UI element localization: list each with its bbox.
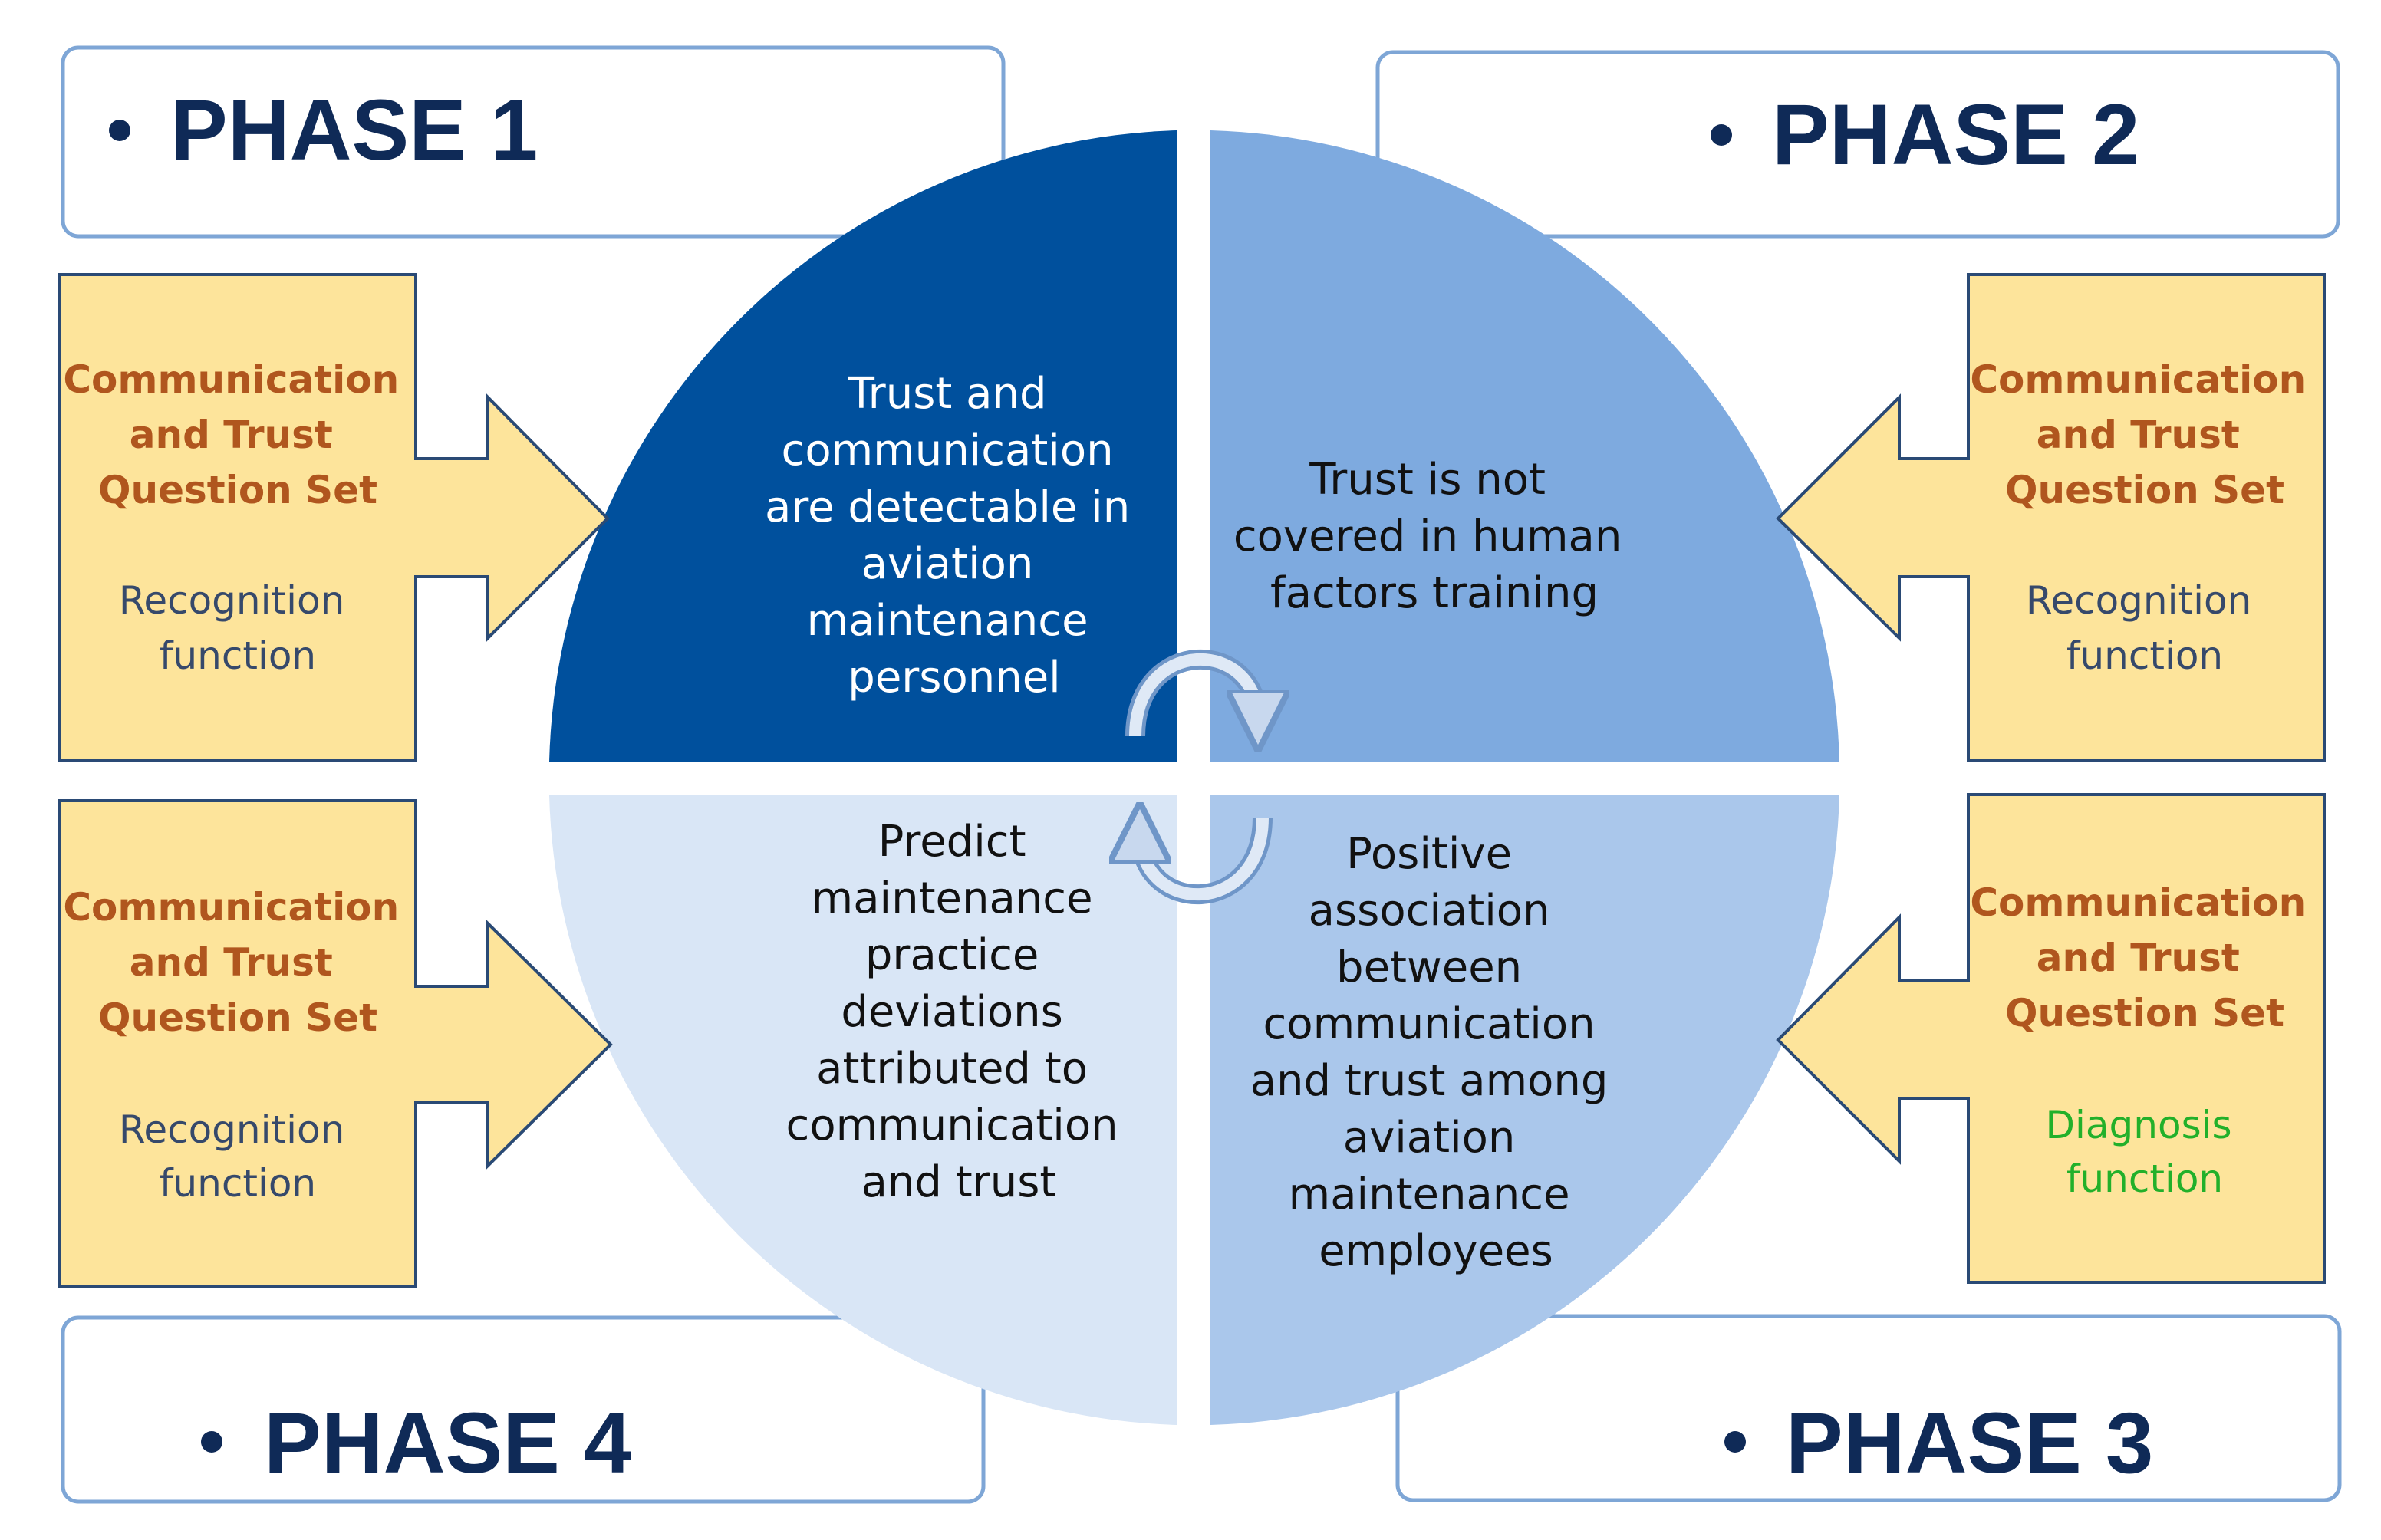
phase-1-title: PHASE 1 [170,82,538,178]
card-top-left: Communication and Trust Question Set Rec… [58,273,610,762]
quadrant-top-left-text: Trust and communication are detectable i… [765,369,1144,703]
card-top-right: Communication and Trust Question Set Rec… [1776,273,2326,762]
quadrant-top-right [1210,130,1839,762]
card-top-left-heading: Communication and Trust Question Set [63,357,412,512]
phase-3-title: PHASE 3 [1786,1395,2153,1491]
bullet-icon [201,1431,222,1453]
quadrant-bottom-left [549,795,1177,1425]
phase-box-1: PHASE 1 [61,45,1006,239]
quadrant-bottom-left-text: Predict maintenance practice deviations … [786,817,1132,1207]
phase-4-title: PHASE 4 [264,1395,631,1491]
bullet-icon [1724,1431,1746,1453]
phase-box-2: PHASE 2 [1375,50,2340,239]
phase-box-3: PHASE 3 [1395,1314,2342,1502]
cycle-arrow-icon [1125,650,1258,736]
quadrant-top-right-text: Trust is not covered in human factors tr… [1233,455,1635,618]
card-bottom-right: Communication and Trust Question Set Dia… [1776,793,2326,1284]
phase-2-title: PHASE 2 [1772,87,2139,183]
card-top-right-function: Recognition function [2026,578,2264,678]
card-top-left-function: Recognition function [119,578,357,678]
card-bottom-right-function: Diagnosis function [2046,1103,2244,1201]
bullet-icon [109,120,130,141]
quadrant-top-left [549,130,1177,762]
card-top-right-heading: Communication and Trust Question Set [1970,357,2319,512]
bullet-icon [1711,124,1732,146]
quadrant-bottom-right-text: Positive association between communicati… [1250,829,1622,1276]
quadrant-circle [549,130,1839,1425]
card-bottom-left-heading: Communication and Trust Question Set [63,885,412,1040]
card-bottom-left-function: Recognition function [119,1107,357,1206]
phase-box-4: PHASE 4 [61,1315,986,1504]
cycle-arrow-icon [1140,818,1273,904]
quadrant-bottom-right [1210,795,1839,1425]
card-bottom-left: Communication and Trust Question Set Rec… [58,799,613,1288]
card-bottom-right-heading: Communication and Trust Question Set [1970,880,2319,1035]
